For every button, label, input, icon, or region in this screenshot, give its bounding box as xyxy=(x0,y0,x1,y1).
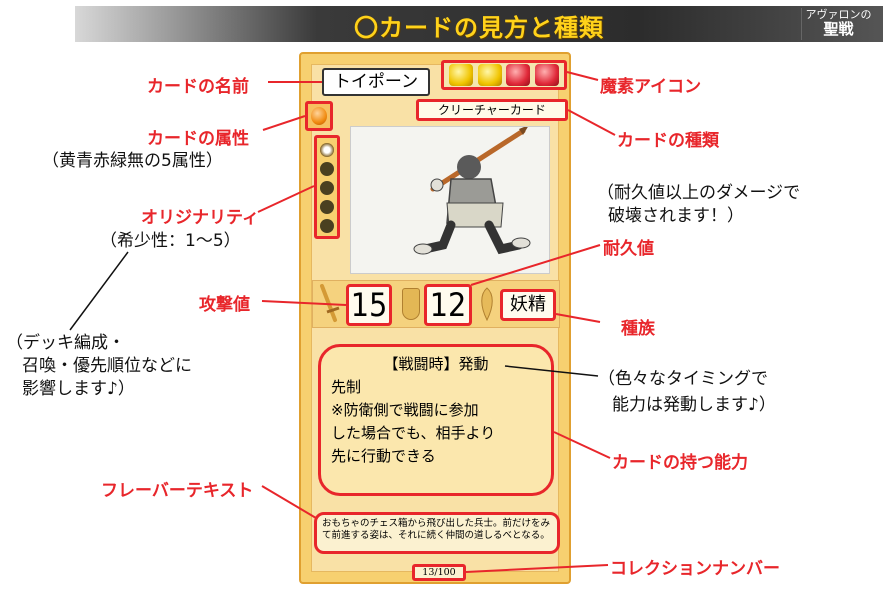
rarity-dot xyxy=(320,200,334,214)
mana-red-icon xyxy=(506,64,531,86)
ability-line: した場合でも、相手より xyxy=(331,424,496,442)
rarity-dot xyxy=(320,143,334,157)
rarity-dot xyxy=(320,219,334,233)
note-rarity: （希少性：1～5） xyxy=(100,231,241,251)
collection-number: 13/100 xyxy=(412,564,466,581)
mana-yellow-icon xyxy=(449,64,474,86)
durability-value: 12 xyxy=(424,284,472,326)
card-type-field: クリーチャーカード xyxy=(416,99,568,121)
note-originality-effect-1: （デッキ編成・ xyxy=(6,333,125,353)
label-attribute: カードの属性 xyxy=(147,129,249,149)
header-banner: 〇カードの見方と種類 アヴァロンの 聖戦 xyxy=(75,6,883,42)
note-originality-effect-3: 影響します♪） xyxy=(22,379,135,399)
logo-line-2: 聖戦 xyxy=(823,20,854,38)
label-mana-icon: 魔素アイコン xyxy=(600,77,702,97)
note-timing-2: 能力は発動します♪） xyxy=(612,395,776,415)
tribe-field: 妖精 xyxy=(500,289,556,321)
shield-icon xyxy=(402,288,420,320)
note-durability-1: （耐久値以上のダメージで xyxy=(597,183,801,203)
ability-line: ※防衛側で戦闘に参加 xyxy=(331,401,479,419)
mana-yellow-icon xyxy=(477,64,502,86)
attribute-box xyxy=(305,101,333,131)
label-ability: カードの持つ能力 xyxy=(612,453,748,473)
rarity-dot xyxy=(320,162,334,176)
orange-flower-icon xyxy=(311,107,327,125)
page-title: 〇カードの見方と種類 xyxy=(354,14,604,42)
label-card-name: カードの名前 xyxy=(147,77,249,97)
note-durability-2: 破壊されます！） xyxy=(608,206,744,226)
logo-line-1: アヴァロンの xyxy=(805,8,872,21)
ability-heading: 【戦闘時】発動 xyxy=(383,355,489,373)
label-tribe: 種族 xyxy=(621,319,655,339)
label-flavor: フレーバーテキスト xyxy=(101,481,254,501)
flavor-text-box: おもちゃのチェス箱から飛び出した兵士。前だけをみて前進する姿は、それに続く仲間の… xyxy=(314,512,560,554)
originality-box xyxy=(314,135,340,239)
label-collection: コレクションナンバー xyxy=(610,559,780,579)
ability-box: 【戦闘時】発動 先制 ※防衛側で戦闘に参加 した場合でも、相手より 先に行動でき… xyxy=(318,344,554,496)
ability-line: 先に行動できる xyxy=(331,447,436,465)
label-attack: 攻撃値 xyxy=(199,295,250,315)
feather-icon xyxy=(481,287,493,322)
attack-value: 15 xyxy=(346,284,392,326)
mana-icon-strip xyxy=(441,60,567,90)
game-logo: アヴァロンの 聖戦 xyxy=(801,8,875,40)
rarity-dot xyxy=(320,181,334,195)
card-name-field: トイポーン xyxy=(322,68,430,96)
card-artwork xyxy=(350,125,550,274)
sword-icon xyxy=(320,284,340,322)
ability-line: 先制 xyxy=(331,378,362,396)
note-timing-1: （色々なタイミングで xyxy=(598,369,768,389)
mana-red-icon xyxy=(534,64,559,86)
note-attribute: （黄青赤緑無の5属性） xyxy=(42,151,223,171)
label-originality: オリジナリティ xyxy=(141,208,259,228)
label-card-type: カードの種類 xyxy=(617,131,719,151)
label-durability: 耐久値 xyxy=(603,239,654,259)
note-originality-effect-2: 召喚・優先順位などに xyxy=(22,356,192,376)
